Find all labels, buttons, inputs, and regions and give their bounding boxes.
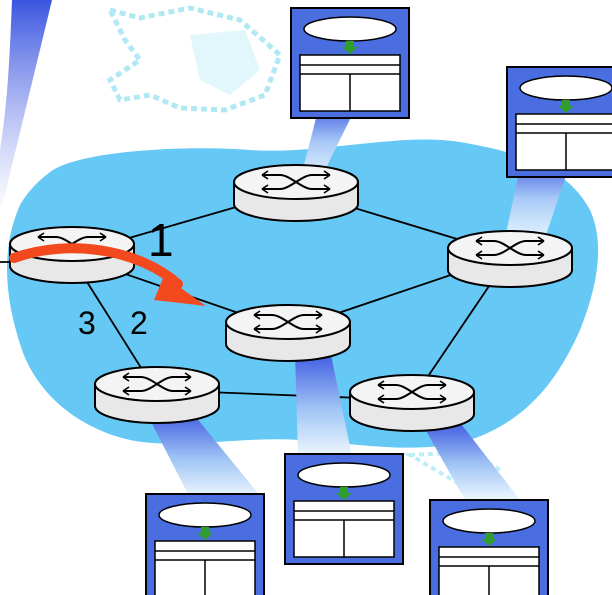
- curved-arrow: [9, 243, 206, 306]
- forwarding-table-bottom-right: [429, 499, 549, 595]
- forwarding-table-right: [506, 66, 612, 178]
- port-label-1: 1: [148, 214, 174, 266]
- background-sketch: [105, 5, 504, 493]
- forwarding-table-bottom-center: [284, 453, 404, 565]
- forwarding-table-bottom-left: [145, 493, 265, 595]
- port-label-3: 3: [78, 305, 96, 341]
- port-label-2: 2: [130, 305, 148, 341]
- left-beam: [0, 0, 52, 215]
- beam-bottom-center: [295, 350, 352, 456]
- router-bottom-right[interactable]: [349, 374, 475, 432]
- beam-right: [505, 158, 572, 238]
- router-center[interactable]: [225, 304, 351, 362]
- beam-bottom-right: [420, 420, 520, 500]
- beam-top: [300, 103, 358, 180]
- router-right[interactable]: [447, 230, 573, 288]
- router-bottom-left[interactable]: [94, 366, 220, 424]
- router-top[interactable]: [233, 164, 359, 222]
- beams: [145, 103, 572, 500]
- beam-bottom-left: [145, 410, 262, 498]
- forwarding-table-top: [290, 7, 410, 119]
